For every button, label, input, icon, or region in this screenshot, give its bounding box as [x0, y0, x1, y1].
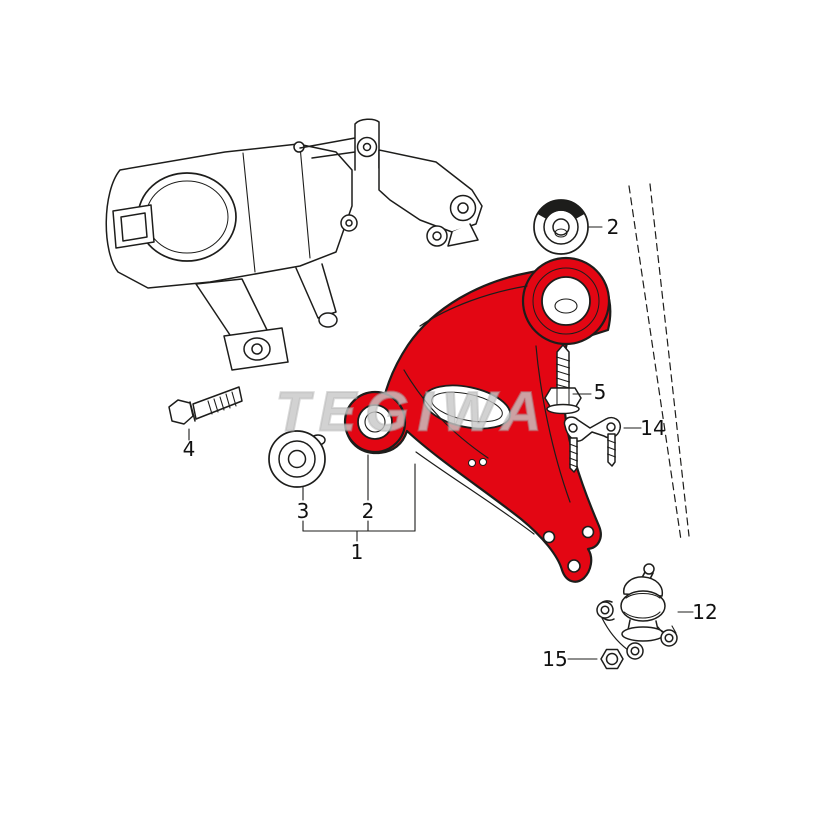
part-label-bracket: 14 — [640, 416, 666, 440]
part-label-vertical-bolt: 5 — [593, 380, 607, 404]
nut-drawing — [600, 648, 624, 670]
part-label-subframe-bolt: 4 — [182, 437, 196, 461]
bracket-drawing — [563, 416, 622, 473]
upper-bushing-drawing — [533, 199, 589, 255]
ball-joint-drawing — [596, 563, 678, 660]
front-bushing-drawing — [268, 430, 326, 488]
part-label-ball-joint: 12 — [692, 600, 718, 624]
watermark: TEGIWA — [275, 379, 551, 444]
subframe-bolt-drawing — [168, 386, 243, 425]
subframe-drawing — [105, 118, 483, 371]
dashed-guide-lines — [628, 183, 690, 541]
part-label-front-bushing: 3 — [296, 499, 310, 523]
part-label-rear-bushing: 2 — [361, 499, 375, 523]
control-arm-drawing — [343, 256, 612, 583]
part-label-assembly: 1 — [350, 540, 364, 564]
vertical-bolt-drawing — [544, 344, 582, 415]
part-label-upper-bushing: 2 — [606, 215, 620, 239]
leader-lines — [188, 226, 694, 660]
part-label-nut: 15 — [542, 647, 568, 671]
